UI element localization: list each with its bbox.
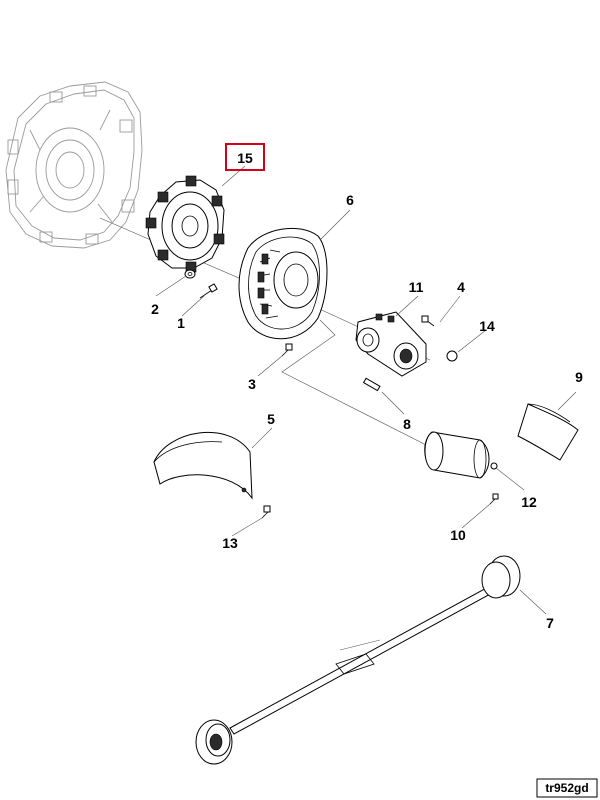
callout-1: 1 [177, 315, 185, 331]
reference-code-frame [536, 778, 598, 798]
callout-6: 6 [346, 192, 354, 208]
guard-cover-part-5 [153, 431, 253, 500]
callout-14: 14 [479, 318, 495, 334]
callout-15: 15 [237, 150, 253, 166]
pump-housing-part [355, 311, 427, 377]
bolt-part-3 [281, 343, 293, 357]
coupler-sleeve-part [424, 431, 490, 479]
callout-13: 13 [222, 535, 238, 551]
callout-3: 3 [248, 376, 256, 392]
nut-part-14 [446, 350, 458, 362]
flywheel-housing-part [5, 81, 143, 249]
dowel-part-8 [362, 377, 381, 392]
drive-shaft-part [195, 555, 521, 765]
washer-part-2 [184, 269, 196, 279]
bolt-part-4 [421, 315, 435, 327]
callout-8: 8 [403, 416, 411, 432]
screw-part-12 [490, 462, 498, 470]
highlight-frame-15 [225, 143, 265, 171]
screw-part-10 [489, 493, 499, 505]
callout-leader-lines [155, 165, 577, 615]
adapter-plate-part [238, 227, 328, 340]
guard-cover-part-9 [517, 403, 579, 461]
reference-code: tr952gd [545, 781, 588, 795]
callout-2: 2 [151, 301, 159, 317]
callout-10: 10 [450, 527, 466, 543]
callout-4: 4 [457, 279, 465, 295]
screw-part-13 [261, 505, 271, 519]
callout-7: 7 [546, 615, 554, 631]
callout-12: 12 [521, 494, 537, 510]
callout-5: 5 [267, 411, 275, 427]
callout-9: 9 [575, 369, 583, 385]
callout-11: 11 [409, 279, 424, 295]
coupling-plate-part [145, 175, 225, 273]
bolt-part-1 [199, 283, 218, 299]
